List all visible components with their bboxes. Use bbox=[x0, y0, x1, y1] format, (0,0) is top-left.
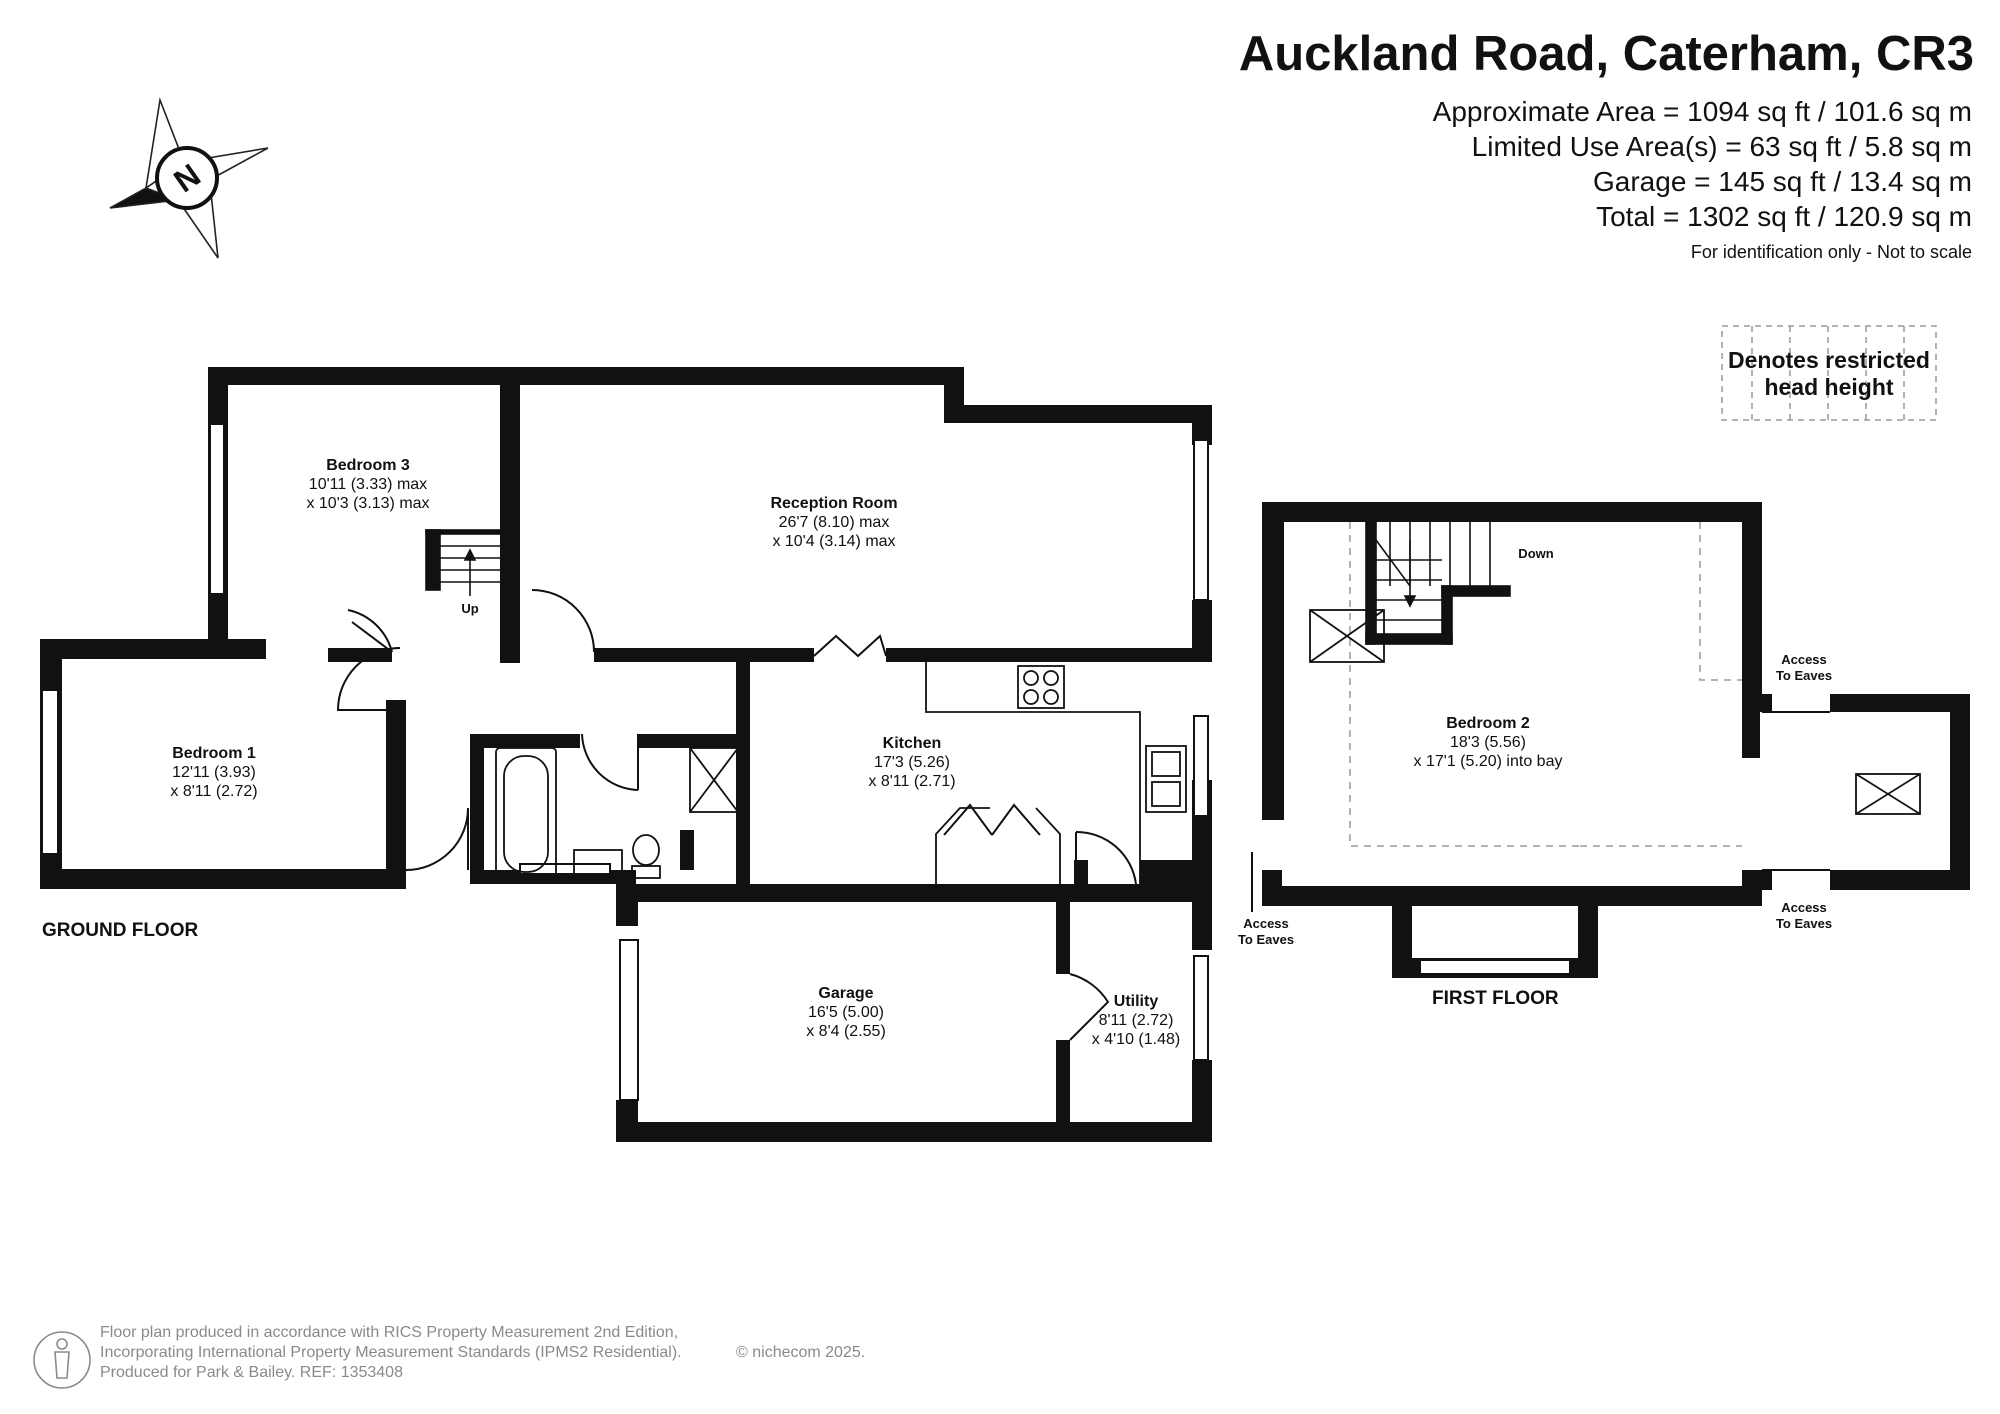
ground-floor-windows bbox=[41, 423, 1209, 1101]
room-name: Bedroom 2 bbox=[1446, 715, 1530, 732]
compass-icon: N bbox=[109, 96, 269, 259]
first-floor-stairs bbox=[1365, 521, 1511, 645]
room-dim-2: x 8'11 (2.72) bbox=[170, 783, 258, 800]
room-dim-2: x 10'3 (3.13) max bbox=[306, 495, 430, 512]
room-name: Bedroom 1 bbox=[172, 745, 256, 762]
eaves-access-label: Access To Eaves bbox=[1776, 652, 1832, 684]
room-dim-1: 16'5 (5.00) bbox=[807, 1004, 884, 1021]
ground-floor-doors bbox=[336, 589, 1137, 1041]
footer-copyright: © nichecom 2025. bbox=[736, 1344, 866, 1361]
first-floor-windows bbox=[1419, 959, 1571, 975]
footer-line-3: Produced for Park & Bailey. REF: 1353408 bbox=[100, 1364, 403, 1381]
legend-restricted-head-height bbox=[1721, 325, 1937, 421]
room-bedroom-1: Bedroom 1 12'11 (3.93) x 8'11 (2.72) bbox=[170, 744, 257, 801]
eaves-line-1: Access bbox=[1243, 916, 1289, 931]
eaves-line-2: To Eaves bbox=[1775, 668, 1833, 683]
room-reception: Reception Room 26'7 (8.10) max x 10'4 (3… bbox=[770, 494, 897, 551]
first-floor-label: FIRST FLOOR bbox=[1432, 988, 1559, 1009]
room-dim-2: x 8'4 (2.55) bbox=[806, 1023, 886, 1040]
room-dim-2: x 17'1 (5.20) into bay bbox=[1413, 753, 1563, 770]
room-name: Reception Room bbox=[770, 495, 898, 512]
garage-area: Garage = 145 sq ft / 13.4 sq m bbox=[1593, 166, 1972, 197]
room-dim-2: x 8'11 (2.71) bbox=[868, 773, 956, 790]
eaves-access-label: Access To Eaves bbox=[1776, 900, 1832, 932]
identification-note: For identification only - Not to scale bbox=[1690, 242, 1972, 262]
room-garage: Garage 16'5 (5.00) x 8'4 (2.55) bbox=[806, 984, 886, 1041]
room-utility: Utility 8'11 (2.72) x 4'10 (1.48) bbox=[1092, 992, 1180, 1049]
room-dim-1: 12'11 (3.93) bbox=[172, 764, 256, 781]
footer-line-2: Incorporating International Property Mea… bbox=[100, 1344, 682, 1361]
room-dim-1: 17'3 (5.26) bbox=[874, 754, 950, 771]
kitchen-fittings bbox=[925, 662, 1187, 884]
room-dim-2: x 4'10 (1.48) bbox=[1091, 1031, 1181, 1048]
room-bedroom-2: Bedroom 2 18'3 (5.56) x 17'1 (5.20) into… bbox=[1414, 714, 1563, 771]
footer-line-1: Floor plan produced in accordance with R… bbox=[100, 1324, 679, 1341]
eaves-access-doors bbox=[1251, 711, 1830, 912]
total-area: Total = 1302 sq ft / 120.9 sq m bbox=[1596, 201, 1972, 232]
footer-credits: Floor plan produced in accordance with R… bbox=[100, 1323, 865, 1383]
legend-label: Denotes restricted head height bbox=[1722, 347, 1936, 401]
room-dim-1: 10'11 (3.33) max bbox=[308, 476, 428, 493]
bathroom-fittings bbox=[495, 747, 739, 881]
property-title: Auckland Road, Caterham, CR3 bbox=[1238, 27, 1974, 81]
first-floor-skylights bbox=[1309, 609, 1921, 815]
ground-floor-label: GROUND FLOOR bbox=[42, 920, 199, 941]
room-name: Utility bbox=[1113, 993, 1159, 1010]
eaves-line-1: Access bbox=[1781, 652, 1827, 667]
room-dim-1: 8'11 (2.72) bbox=[1098, 1012, 1174, 1029]
legend-line-2: head height bbox=[1764, 374, 1894, 400]
room-name: Bedroom 3 bbox=[326, 457, 410, 474]
eaves-line-1: Access bbox=[1781, 900, 1827, 915]
legend-line-1: Denotes restricted bbox=[1728, 347, 1930, 373]
room-dim-1: 18'3 (5.56) bbox=[1449, 734, 1526, 751]
eaves-access-label: Access To Eaves bbox=[1238, 916, 1294, 948]
stairs-down-label: Down bbox=[1518, 546, 1554, 561]
approximate-area: Approximate Area = 1094 sq ft / 101.6 sq… bbox=[1432, 96, 1972, 127]
room-dim-2: x 10'4 (3.14) max bbox=[772, 533, 896, 550]
person-icon bbox=[33, 1331, 91, 1389]
ground-floor-stairs bbox=[425, 529, 501, 596]
first-floor-restricted-outline bbox=[1349, 522, 1742, 847]
eaves-line-2: To Eaves bbox=[1237, 932, 1295, 947]
room-name: Garage bbox=[818, 985, 874, 1002]
eaves-line-2: To Eaves bbox=[1775, 916, 1833, 931]
ground-floor-walls bbox=[40, 367, 1212, 1142]
room-dim-1: 26'7 (8.10) max bbox=[778, 514, 890, 531]
room-kitchen: Kitchen 17'3 (5.26) x 8'11 (2.71) bbox=[868, 734, 955, 791]
stairs-up-label: Up bbox=[461, 601, 479, 616]
limited-use-area: Limited Use Area(s) = 63 sq ft / 5.8 sq … bbox=[1471, 131, 1972, 162]
room-bedroom-3: Bedroom 3 10'11 (3.33) max x 10'3 (3.13)… bbox=[306, 456, 429, 513]
room-name: Kitchen bbox=[882, 735, 942, 752]
